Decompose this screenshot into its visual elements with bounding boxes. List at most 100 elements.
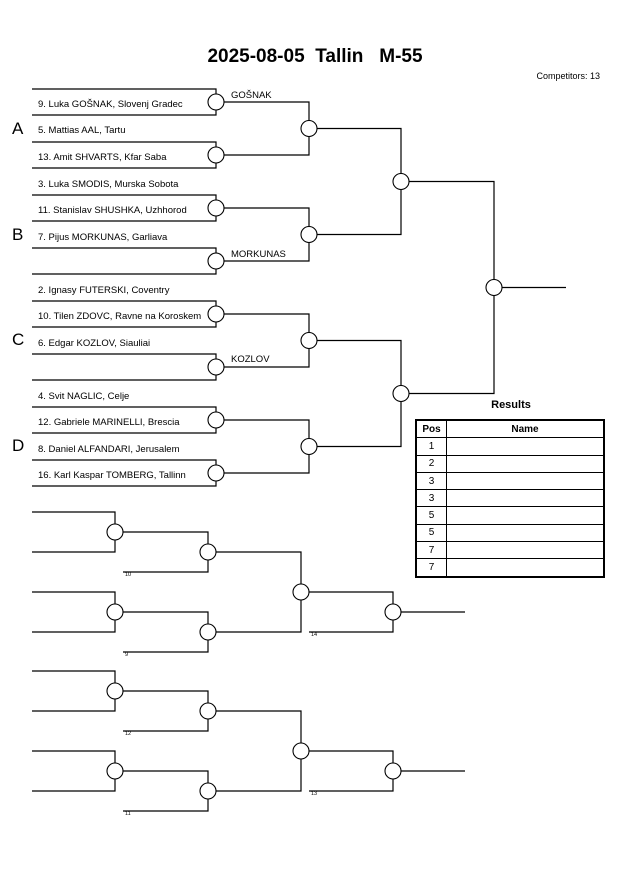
results-pos: 2 bbox=[415, 454, 447, 473]
match-circle bbox=[207, 93, 225, 111]
entry-name: 7. Pijus MORKUNAS, Garliava bbox=[38, 232, 168, 243]
match-circle bbox=[106, 762, 124, 780]
entry-name: 8. Daniel ALFANDARI, Jerusalem bbox=[38, 444, 180, 455]
entry-name: 2. Ignasy FUTERSKI, Coventry bbox=[38, 285, 170, 296]
bracket-line bbox=[32, 353, 217, 381]
bracket-line bbox=[317, 127, 402, 236]
loser-ref: 12 bbox=[125, 731, 131, 737]
entry-name: 9. Luka GOŠNAK, Slovenj Gradec bbox=[38, 99, 183, 110]
match-circle bbox=[207, 252, 225, 270]
entry-name: 10. Tilen ZDOVC, Ravne na Koroskem bbox=[38, 311, 201, 322]
bracket-line bbox=[32, 670, 116, 712]
results-name bbox=[446, 489, 605, 508]
match-circle bbox=[392, 384, 410, 403]
results-pos: 5 bbox=[415, 523, 447, 543]
match-circle bbox=[392, 172, 410, 191]
match-circle bbox=[207, 146, 225, 164]
match-circle bbox=[300, 225, 318, 244]
bracket-line bbox=[32, 511, 116, 553]
results-pos: 1 bbox=[415, 437, 447, 456]
results-pos: 3 bbox=[415, 471, 447, 491]
match-circle bbox=[199, 543, 217, 561]
bracket-line bbox=[409, 180, 495, 395]
bracket-line bbox=[224, 313, 310, 368]
entry-name: 12. Gabriele MARINELLI, Brescia bbox=[38, 417, 180, 428]
results-name bbox=[446, 506, 605, 525]
match-circle bbox=[207, 464, 225, 482]
bracket-line bbox=[32, 591, 116, 633]
match-circle bbox=[106, 603, 124, 621]
pool-letter: C bbox=[12, 330, 24, 349]
results-pos: 7 bbox=[415, 558, 447, 578]
match-circle bbox=[207, 411, 225, 429]
advancer-name: GOŠNAK bbox=[231, 90, 272, 101]
results-col-pos: Pos bbox=[415, 419, 447, 439]
results-col-name: Name bbox=[446, 419, 605, 439]
bracket-line bbox=[317, 339, 402, 448]
loser-ref: 14 bbox=[311, 632, 317, 638]
results-pos: 5 bbox=[415, 506, 447, 525]
results-name bbox=[446, 437, 605, 456]
bracket-line bbox=[32, 194, 217, 222]
results-name bbox=[446, 523, 605, 543]
bracket-line bbox=[309, 591, 394, 633]
bracket-line bbox=[123, 531, 209, 573]
bracket-line bbox=[32, 406, 217, 434]
entry-name: 3. Luka SMODIS, Murska Sobota bbox=[38, 179, 179, 190]
pool-letter: D bbox=[12, 436, 24, 455]
match-circle bbox=[207, 358, 225, 376]
bracket-line bbox=[216, 551, 302, 633]
results-name bbox=[446, 471, 605, 491]
results-table: Pos Name 1 2 3 3 5 5 7 7 bbox=[415, 419, 605, 578]
match-circle bbox=[199, 782, 217, 800]
results-row: 3 bbox=[415, 471, 605, 491]
results-pos: 7 bbox=[415, 541, 447, 560]
results-row: 5 bbox=[415, 523, 605, 543]
advancer-name: MORKUNAS bbox=[231, 249, 286, 260]
results-pos: 3 bbox=[415, 489, 447, 508]
bracket-line bbox=[32, 459, 217, 487]
results-row: 1 bbox=[415, 437, 605, 456]
bracket-line bbox=[32, 141, 217, 169]
entry-name: 13. Amit SHVARTS, Kfar Saba bbox=[38, 152, 167, 163]
competitors-count: Competitors: 13 bbox=[536, 71, 600, 81]
bracket-line bbox=[123, 690, 209, 732]
match-circle bbox=[106, 682, 124, 700]
entry-name: 16. Karl Kaspar TOMBERG, Tallinn bbox=[38, 470, 186, 481]
results-name bbox=[446, 558, 605, 578]
match-circle bbox=[300, 331, 318, 350]
bracket-line bbox=[224, 101, 310, 156]
results-header-row: Pos Name bbox=[415, 419, 605, 439]
pool-letter: B bbox=[12, 225, 23, 244]
loser-ref: 13 bbox=[311, 791, 317, 797]
match-circle bbox=[300, 119, 318, 138]
entry-name: 11. Stanislav SHUSHKA, Uzhhorod bbox=[38, 205, 187, 216]
bracket-line bbox=[32, 88, 217, 116]
match-circle bbox=[292, 583, 310, 601]
entry-name: 5. Mattias AAL, Tartu bbox=[38, 125, 125, 136]
bracket-line bbox=[224, 207, 310, 262]
results-row: 3 bbox=[415, 489, 605, 508]
results-row: 2 bbox=[415, 454, 605, 473]
pool-letter: A bbox=[12, 119, 24, 138]
loser-ref: 10 bbox=[125, 572, 131, 578]
match-circle bbox=[207, 305, 225, 323]
match-circle bbox=[384, 603, 402, 621]
match-circle bbox=[485, 278, 503, 297]
bracket-line bbox=[123, 611, 209, 653]
bracket-line bbox=[123, 770, 209, 812]
bracket-line bbox=[32, 247, 217, 275]
loser-ref: 9 bbox=[125, 652, 128, 658]
loser-ref: 11 bbox=[125, 811, 131, 817]
match-circle bbox=[384, 762, 402, 780]
page-title: 2025-08-05 Tallin M-55 bbox=[207, 46, 423, 67]
match-circle bbox=[199, 623, 217, 641]
results-name bbox=[446, 541, 605, 560]
bracket-line bbox=[309, 750, 394, 792]
match-circle bbox=[207, 199, 225, 217]
bracket-line bbox=[216, 710, 302, 792]
results-row: 7 bbox=[415, 541, 605, 560]
entry-name: 6. Edgar KOZLOV, Siauliai bbox=[38, 338, 150, 349]
results-row: 5 bbox=[415, 506, 605, 525]
